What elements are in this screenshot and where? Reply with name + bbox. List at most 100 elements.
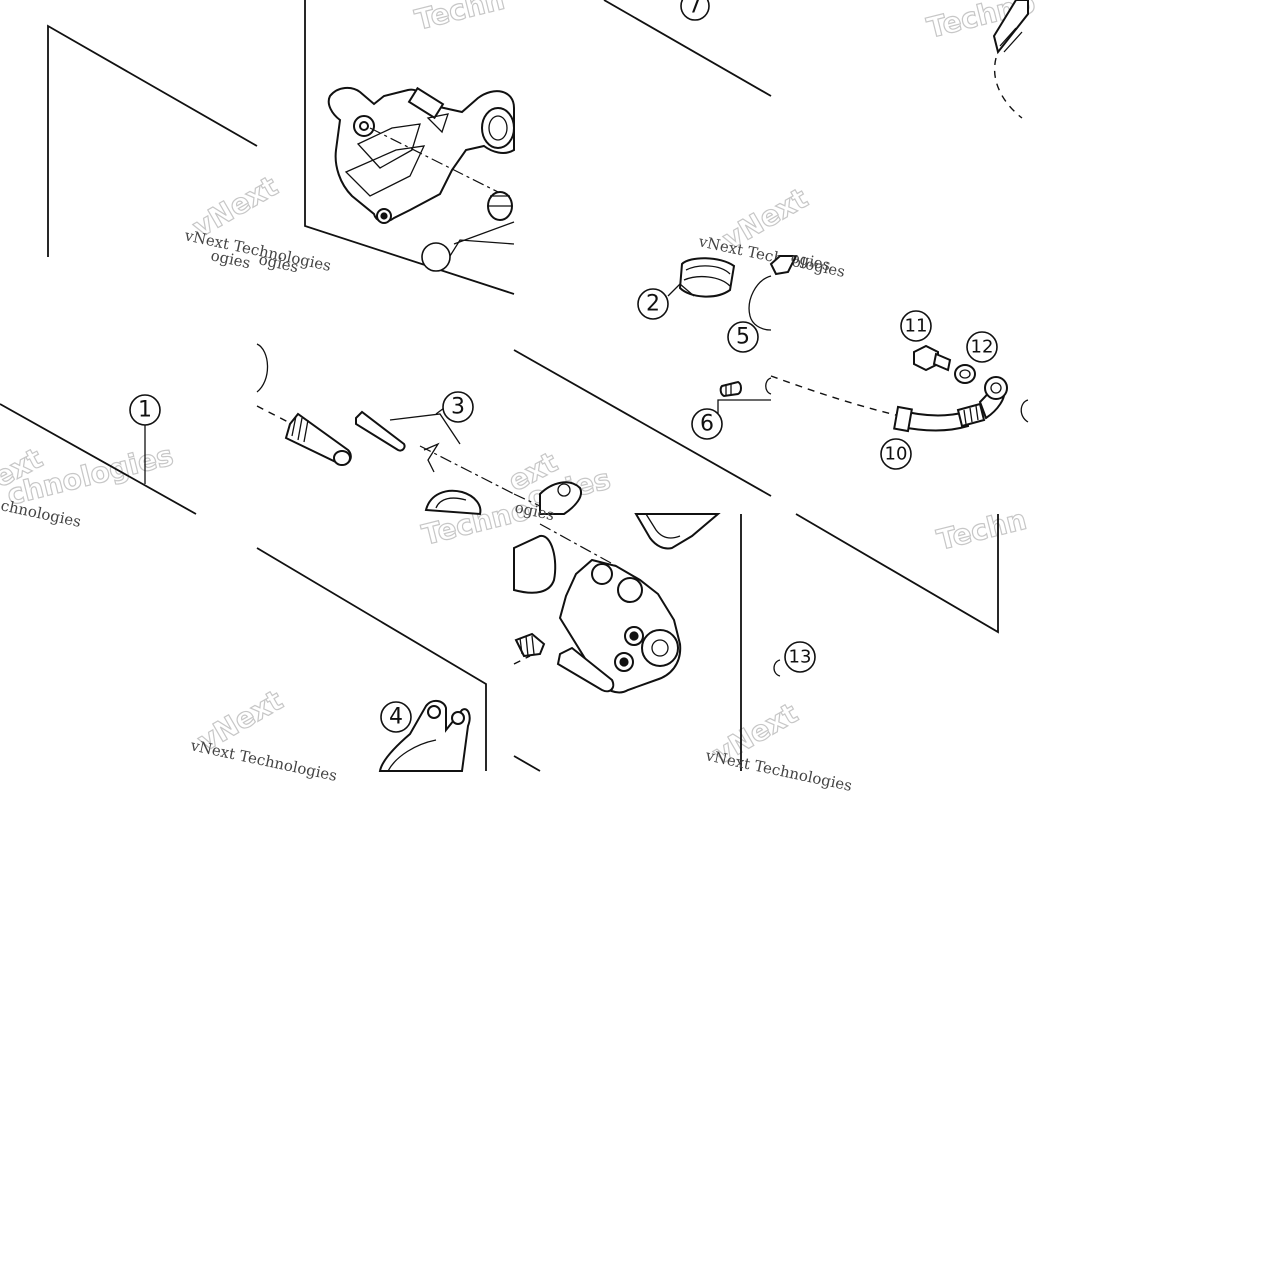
center-line: [419, 445, 515, 495]
center-line: [539, 523, 621, 569]
caliper-port-bore: [651, 639, 669, 657]
piston-seal: [424, 489, 482, 516]
caliper-port: [641, 629, 679, 667]
callout-4: 4: [380, 701, 412, 733]
callout-1: 1: [129, 394, 161, 426]
bolt: [514, 632, 546, 658]
hose-fitting: [992, 0, 1029, 55]
callout-label: 11: [905, 316, 928, 337]
tile-frame-top-left: vNext Technologies: [47, 24, 333, 275]
slide-pin: [556, 646, 615, 693]
leader-line: [717, 399, 771, 410]
callout-circle: [880, 438, 912, 470]
frame-line: [603, 0, 772, 97]
caliper-boss: [617, 577, 643, 603]
brake-pad-hole: [427, 705, 441, 719]
center-line: [256, 405, 293, 425]
callout-5: 5: [727, 321, 759, 353]
bleed-cap-edge: [765, 377, 772, 395]
bracket-hole-inner: [359, 121, 369, 131]
callout-label: 3: [451, 395, 465, 420]
hose-loop: [748, 275, 772, 331]
tile-bottom-left: vNext Technologies: [188, 736, 338, 785]
banjo-fitting: [539, 481, 582, 515]
callout-circle: [691, 408, 723, 440]
callout-7-partial: [421, 242, 451, 272]
watermarks: Techn Techno vNext vNext ext chnologies …: [0, 0, 1039, 772]
bracket-cutout: [426, 113, 449, 134]
frame-line: [513, 755, 541, 772]
callout-circle: [442, 391, 474, 423]
washer-edge: [773, 659, 781, 677]
leader-line: [667, 283, 695, 297]
frame-line: [513, 349, 772, 497]
piston: [513, 535, 557, 594]
callout-label: 13: [789, 647, 812, 668]
tile-pins: 3 ogies: [256, 250, 515, 516]
callout-label: 2: [646, 292, 660, 317]
callout-circle: [784, 641, 816, 673]
callout-label: 7: [688, 0, 702, 19]
caliper-top-edge: [634, 513, 721, 550]
brake-pad: [378, 700, 471, 772]
leader-line: [389, 413, 461, 445]
hose-fitting-ribs: [999, 27, 1023, 53]
hose-sleeve: [893, 405, 913, 433]
caliper-mount-hole: [629, 631, 639, 641]
callout-label: 6: [700, 412, 714, 437]
tile-brake-hose: ogies 10 11 12: [769, 248, 1029, 470]
hose-hidden-line: [770, 375, 901, 417]
brake-pad-hole: [451, 711, 465, 725]
hose-hidden-line: [994, 57, 1023, 119]
center-line: [369, 127, 515, 201]
watermark-text: Techn: [934, 503, 1030, 557]
bracket-pin: [407, 86, 445, 120]
pin-clip: [423, 442, 440, 473]
center-line: [513, 655, 531, 665]
callout-label: 1: [138, 398, 152, 423]
brake-hose: [894, 408, 970, 432]
bracket-boss-bore: [488, 115, 508, 141]
frame-line: [47, 24, 258, 257]
watermark-caption: vNext Technologies: [703, 746, 853, 795]
callout-label: 10: [885, 444, 908, 465]
tile-hose-end: [992, 0, 1029, 119]
callout-label: 12: [971, 337, 994, 358]
callout-3: 3: [442, 391, 474, 423]
brake-pad-friction-edge: [387, 739, 437, 772]
hose-fitting-top: [769, 255, 798, 276]
pad-pin: [355, 410, 406, 452]
caliper-bracket: [327, 86, 515, 223]
callout-12: 12: [966, 331, 998, 363]
watermark-caption: vNext Technologies: [188, 736, 338, 785]
callout-circle: [900, 310, 932, 342]
callout-7: 7: [680, 0, 710, 21]
bracket-cutout: [344, 145, 426, 197]
callout-label: 4: [389, 705, 403, 730]
slide-pin-tip: [333, 450, 351, 466]
caliper-boss: [591, 563, 613, 585]
bracket-boss: [481, 107, 515, 149]
center-line: [513, 493, 541, 507]
tile-frame-right: 13: [773, 513, 999, 677]
banjo-hole: [557, 483, 571, 497]
hose-banjo-eye-hole: [990, 382, 1002, 394]
bleed-screw-threads: [725, 383, 732, 396]
bracket-ear-hole: [380, 212, 388, 220]
bracket-cutout: [356, 123, 421, 169]
frame-line: [0, 403, 197, 515]
piston-boot-rings: [683, 265, 731, 287]
leader-line: [449, 239, 515, 257]
callout-2: 2: [637, 288, 669, 320]
boot-rings: [488, 195, 512, 207]
watermark-text: Techn: [412, 0, 508, 37]
tile-top-middle: 7 vNext Technologies: [603, 0, 847, 281]
tile-caliper-bracket: [304, 0, 515, 295]
bolt-threads: [519, 635, 535, 657]
callout-label: 5: [736, 325, 750, 350]
tile-brake-pads: 4: [256, 547, 487, 772]
callout-circle: [727, 321, 759, 353]
sealing-washer-hole: [959, 369, 971, 379]
